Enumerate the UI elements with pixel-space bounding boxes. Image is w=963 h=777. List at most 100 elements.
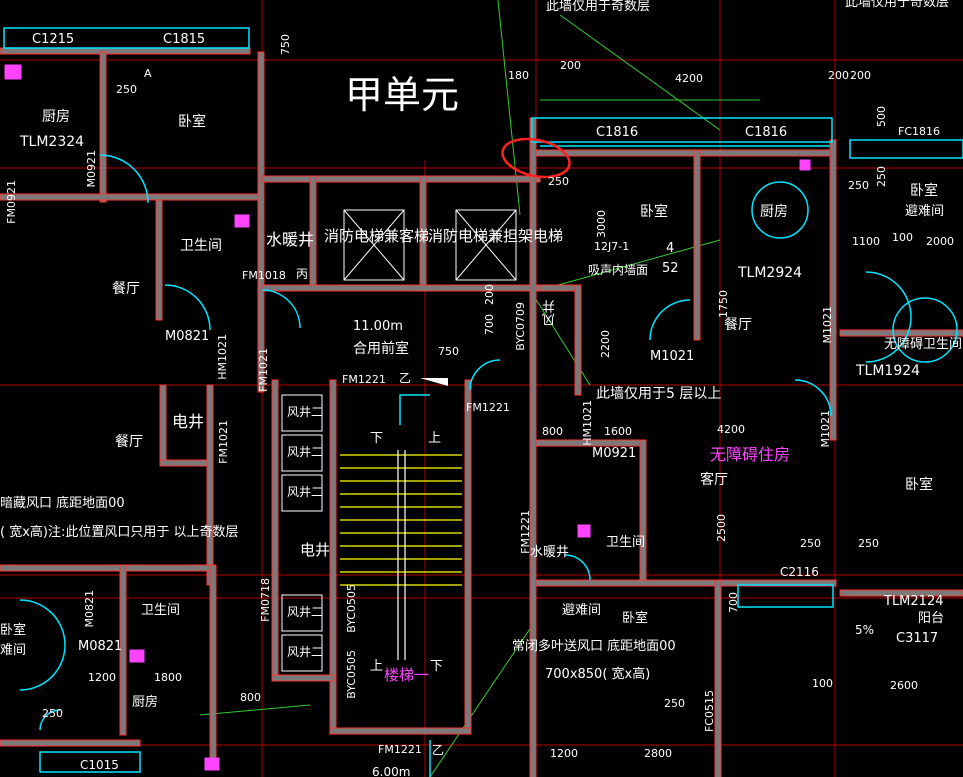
room-refuge-c: 避难间 [562, 603, 602, 618]
dim-1800: 1800 [154, 671, 182, 684]
air-shaft-1: 风井二 [287, 405, 324, 419]
tag-c1816-b: C1816 [745, 125, 788, 140]
dim-500: 500 [875, 106, 888, 127]
dim-700-b: 700 [727, 592, 740, 613]
room-fire-lift-1: 消防电梯兼客梯 [324, 227, 430, 245]
dim-1750: 1750 [717, 290, 730, 318]
tag-fm0718: FM0718 [259, 578, 272, 622]
dim-180: 180 [508, 69, 529, 82]
room-stairs: 楼梯一 [384, 666, 430, 684]
dim-4200-a: 4200 [675, 72, 703, 85]
dim-2000: 2000 [926, 235, 954, 248]
dim-100-b: 100 [812, 677, 833, 690]
air-shaft-4: 风井二 [287, 605, 324, 619]
note-ref-num: 4 [666, 241, 675, 256]
room-bath-nw: 卫生间 [180, 238, 222, 254]
room-bedroom-far-e: 卧室 [905, 477, 933, 493]
tag-fc0515: FC0515 [703, 690, 716, 733]
tag-fc1816: FC1816 [898, 125, 941, 138]
room-kitchen-ne: 厨房 [760, 204, 788, 220]
tag-fm1021-a: FM1021 [257, 348, 270, 392]
tag-tlm1924: TLM1924 [856, 363, 921, 379]
tag-floor-6: 6.00m [372, 765, 411, 777]
dim-100: 100 [892, 231, 913, 244]
room-water-shaft: 水暖井 [266, 230, 315, 249]
dim-3000: 3000 [595, 210, 608, 238]
room-kitchen-sw: 厨房 [132, 695, 159, 710]
tag-fm1221-vert: FM1221 [519, 510, 532, 554]
note-top-right: 此墙仅用于奇数层 [845, 0, 950, 10]
dim-250-f: 250 [42, 707, 63, 720]
dim-200-b: 200 [828, 69, 849, 82]
tag-m1021-b: M1021 [821, 306, 834, 344]
room-wind-well: 风井 [543, 300, 558, 326]
room-dining-nw: 餐厅 [112, 281, 140, 297]
dim-250-d: 250 [800, 537, 821, 550]
air-shaft-5: 风井二 [287, 645, 324, 659]
dim-200-c: 200 [850, 69, 871, 82]
air-shaft-2: 风井二 [287, 445, 324, 459]
note-slope: 5% [855, 623, 875, 637]
room-bedroom-e: 卧室 [910, 183, 938, 199]
dim-1200-b: 1200 [550, 747, 578, 760]
tag-m0921-a: M0921 [85, 150, 98, 188]
note-ref-den: 52 [662, 261, 679, 276]
tag-c2116: C2116 [780, 565, 819, 579]
windows-doors [3, 27, 963, 777]
tag-bing-1: 丙 [296, 267, 309, 281]
tag-m0821-a: M0821 [165, 329, 210, 344]
room-refuge-e: 避难间 [905, 204, 945, 219]
annotation-circle [501, 137, 571, 179]
tag-byc0505-b: BYC0505 [345, 650, 358, 699]
room-elec-shaft-c: 电井 [300, 541, 331, 559]
tag-m1021-c: M1021 [819, 410, 832, 448]
dim-750-a: 750 [279, 34, 292, 55]
tag-c1815: C1815 [163, 32, 206, 47]
dim-250-g: 250 [664, 697, 685, 710]
dim-4200-b: 4200 [717, 423, 745, 436]
fixtures [4, 64, 811, 771]
dim-750-b: 750 [438, 345, 459, 358]
tag-fm1018: FM1018 [242, 269, 286, 282]
note-vent-4: ( 宽x高)注:此位置风口只用于 以上奇数层 [0, 525, 239, 540]
tag-c1816-a: C1816 [596, 125, 639, 140]
note-odd-floor-mid: 此墙仅用于5 层以上 [596, 386, 722, 402]
dim-250-h: 250 [875, 166, 888, 187]
room-living: 客厅 [700, 472, 728, 488]
unit-title: 甲单元 [345, 73, 460, 117]
stair-up-1: 上 [428, 431, 442, 446]
tag-m0921-b: M0921 [592, 446, 637, 461]
tag-hm1021-a: HM1021 [216, 334, 229, 380]
note-vent-1: 常闭多叶送风口 底距地面00 [512, 639, 676, 654]
note-ref-12j: 12J7-1 [594, 240, 630, 253]
dim-800-a: 800 [542, 425, 563, 438]
dim-2500: 2500 [715, 514, 728, 542]
stair-up-2: 上 [370, 659, 384, 674]
tag-m0821-b: M0821 [83, 590, 96, 628]
tag-fm0921: FM0921 [5, 180, 18, 224]
dim-250-e: 250 [858, 537, 879, 550]
air-shaft-3: 风井二 [287, 485, 324, 499]
tag-fm1221-b: FM1221 [466, 401, 510, 414]
tag-fm1021-b: FM1021 [217, 420, 230, 464]
tag-z1: 乙 [399, 371, 412, 385]
tag-c3117: C3117 [896, 631, 939, 646]
room-dining-w: 餐厅 [115, 434, 143, 450]
elevator-shafts [281, 209, 517, 672]
room-acc-bath: 无障碍卫生间 [884, 337, 963, 352]
arrow-icon [420, 378, 448, 386]
tag-byc0505: BYC0505 [345, 584, 358, 633]
dim-2200: 2200 [599, 330, 612, 358]
tag-fm1221-c: FM1221 [378, 743, 422, 756]
room-bedroom-nw: 卧室 [178, 114, 206, 130]
tag-fm1221-a: FM1221 [342, 373, 386, 386]
dim-200-a: 200 [560, 59, 581, 72]
tag-tlm2924: TLM2924 [738, 265, 803, 281]
room-kitchen-nw: 厨房 [42, 109, 70, 125]
tag-c1215: C1215 [32, 32, 75, 47]
walls [0, 47, 963, 777]
room-water-shaft-c: 水暖井 [530, 545, 570, 560]
dim-250-c: 250 [848, 179, 869, 192]
